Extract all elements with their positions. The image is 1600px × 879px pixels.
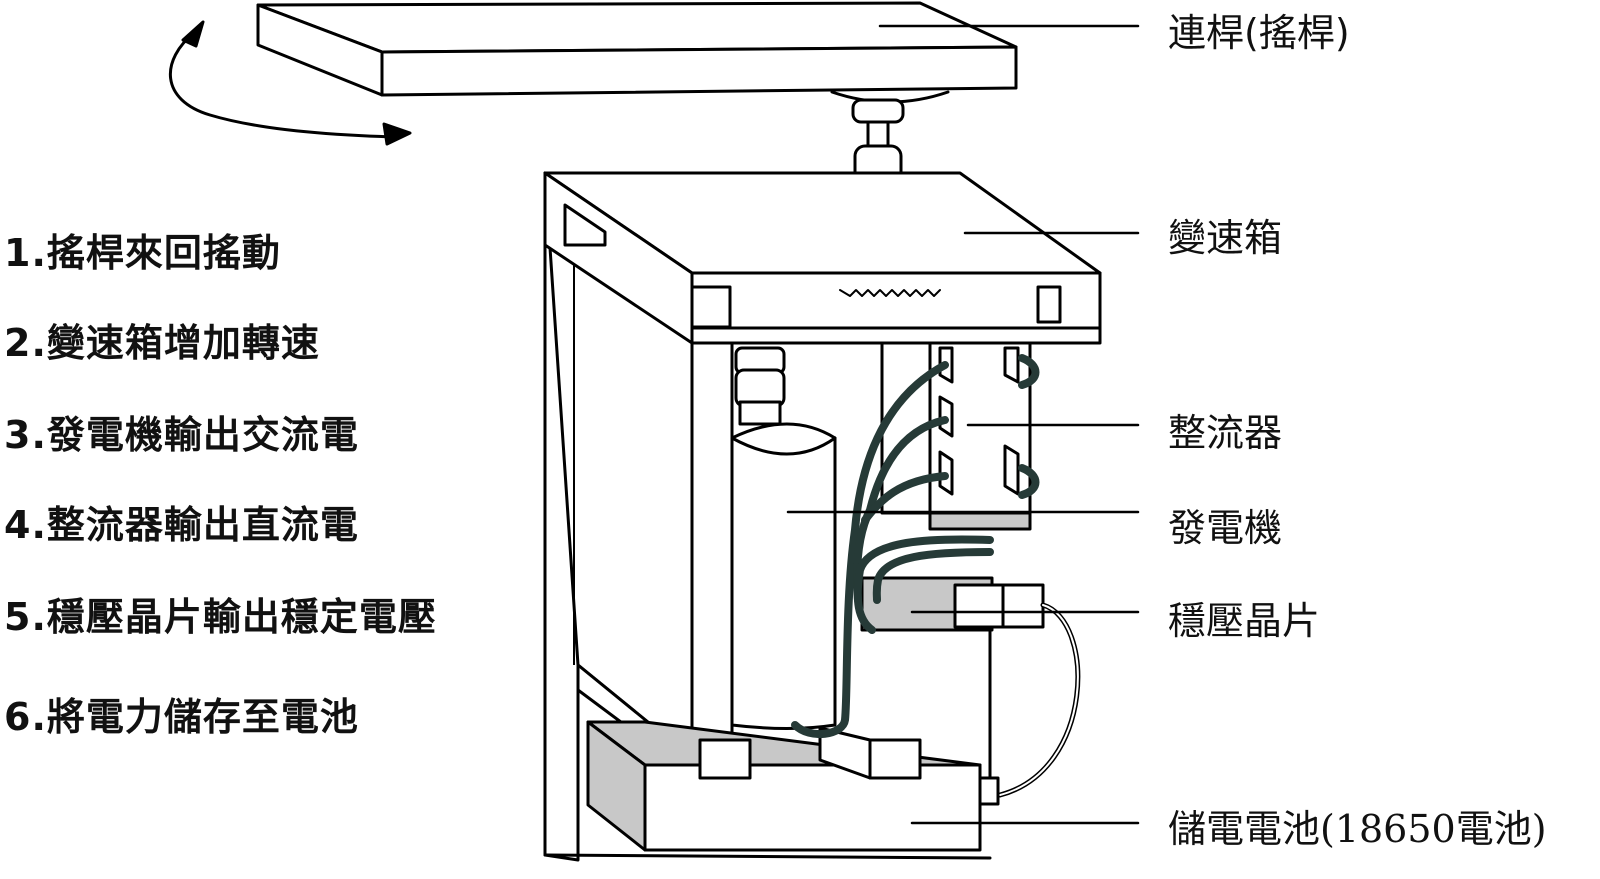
step-2: 2.變速箱增加轉速 <box>4 321 320 365</box>
label-generator: 發電機 <box>1168 506 1283 550</box>
rectifier <box>880 341 1032 531</box>
label-lever: 連桿(搖桿) <box>1168 11 1350 55</box>
step-6: 6.將電力儲存至電池 <box>4 695 359 739</box>
step-5: 5.穩壓晶片輸出穩定電壓 <box>4 595 437 639</box>
regulator-chip <box>860 576 1081 798</box>
wires <box>791 354 1040 739</box>
battery <box>543 663 1000 860</box>
generator <box>730 346 837 730</box>
label-regulator: 穩壓晶片 <box>1168 599 1321 643</box>
lever-arm <box>256 1 1018 97</box>
rotation-arrow-icon <box>169 20 412 146</box>
step-3: 3.發電機輸出交流電 <box>4 413 359 457</box>
label-battery: 儲電電池(18650電池) <box>1168 807 1547 851</box>
label-gearbox: 變速箱 <box>1168 216 1283 260</box>
step-4: 4.整流器輸出直流電 <box>4 503 359 547</box>
gearbox <box>543 171 1102 345</box>
step-1: 1.搖桿來回搖動 <box>4 231 281 275</box>
label-rectifier: 整流器 <box>1168 411 1283 455</box>
leader-lines <box>786 24 1140 825</box>
front-column <box>690 341 734 765</box>
